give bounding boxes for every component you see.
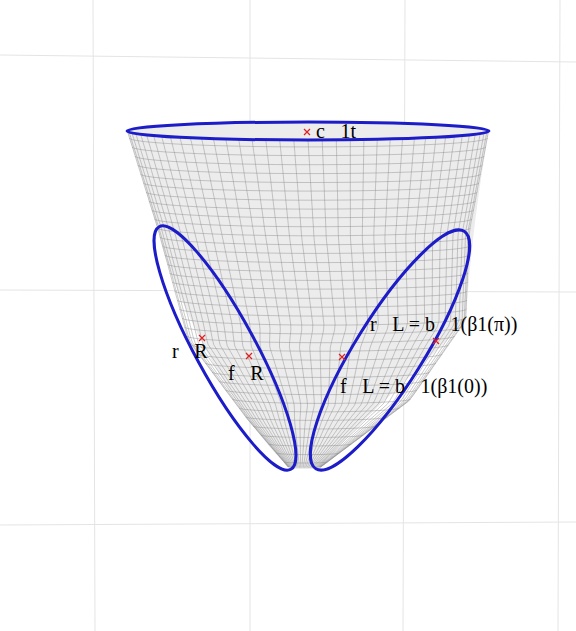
mesh-line [321,132,489,467]
mesh-line [318,136,462,468]
mesh-line [305,140,324,468]
mesh-line [311,139,379,467]
surface-mesh [128,132,489,468]
mesh-line [162,136,292,467]
mesh-line [313,139,403,468]
point-label: r⃗L = b⃗1(β1(π)) [370,314,517,334]
mesh-line [280,140,308,468]
mesh-line [320,133,484,467]
mesh-line [252,140,299,468]
point-label: c⃗1t [316,121,356,141]
mesh-line [154,136,291,468]
point-label: f⃗R [228,363,264,383]
point-label: r⃗R [172,341,208,361]
mesh-line [306,140,335,468]
mesh-line [202,138,295,467]
mesh-line [319,134,475,467]
mesh-line [129,132,288,467]
mesh-line [190,138,294,468]
mesh-line [141,134,290,467]
mesh-line [226,139,297,468]
mesh-line [316,137,436,467]
mesh-line [307,140,346,468]
mesh-line [180,137,293,467]
boundary-curves [127,122,493,487]
point-label: f⃗L = b⃗1(β1(0)) [340,376,487,396]
mesh-line [266,140,301,468]
funnel-surface [127,122,489,469]
mesh-line [213,139,296,468]
mesh-line [319,135,469,467]
mesh-line [321,132,487,467]
mesh-line [315,138,426,468]
mesh-line [136,134,289,467]
mesh-line [187,336,455,343]
mesh-line [128,132,289,467]
